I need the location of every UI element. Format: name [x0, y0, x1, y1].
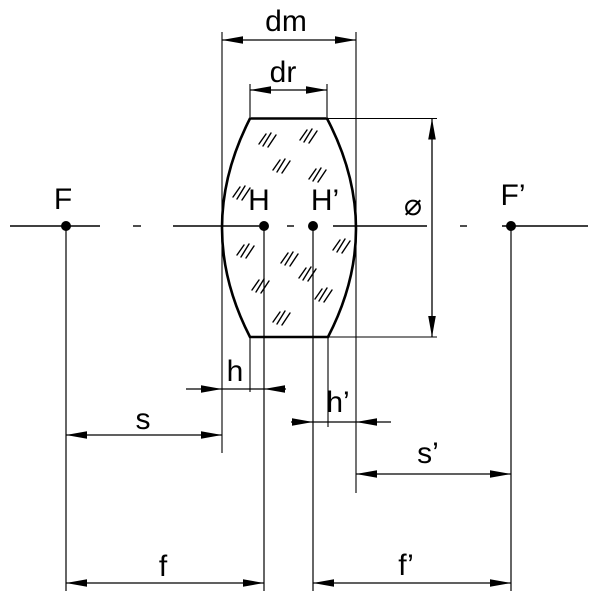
arrowhead — [356, 418, 377, 426]
label-h: h — [227, 355, 244, 388]
arrowhead — [306, 86, 327, 94]
dim-h: h — [186, 355, 286, 393]
arrowhead — [490, 470, 511, 478]
label-dr: dr — [270, 56, 297, 89]
arrowhead — [292, 418, 313, 426]
label-f: f — [159, 550, 168, 583]
label-s-prime: s’ — [417, 437, 439, 470]
arrowhead — [66, 431, 87, 439]
arrowhead — [201, 385, 222, 393]
dim-f-prime: f’ — [313, 549, 511, 587]
label-dm: dm — [265, 5, 307, 38]
dim-s: s — [66, 403, 222, 439]
label-H-prime: H’ — [311, 184, 339, 217]
arrowhead — [201, 431, 222, 439]
label-h-prime: h’ — [326, 386, 349, 419]
label-F-prime: F’ — [501, 179, 526, 212]
label-F: F — [54, 183, 72, 216]
arrowhead — [243, 579, 264, 587]
dim-h-prime: h’ — [291, 386, 391, 426]
principal-point-H-dot — [259, 221, 269, 231]
dim-s-prime: s’ — [356, 437, 511, 478]
arrowhead — [250, 86, 271, 94]
dim-dr: dr — [249, 56, 328, 117]
label-diameter: ⌀ — [404, 189, 422, 222]
dim-diameter: ⌀ — [327, 117, 437, 338]
arrowhead — [222, 36, 243, 44]
arrowhead — [264, 385, 285, 393]
label-H: H — [248, 184, 270, 217]
arrowhead — [66, 579, 87, 587]
arrowhead — [428, 118, 436, 140]
arrowhead — [313, 579, 334, 587]
cardinal-points: F H H’ F’ — [54, 179, 526, 591]
focal-point-F-dot — [61, 221, 71, 231]
principal-point-H-prime-dot — [308, 221, 318, 231]
arrowhead — [490, 579, 511, 587]
label-s: s — [136, 403, 151, 436]
arrowhead — [428, 316, 436, 337]
arrowhead — [356, 470, 377, 478]
focal-point-F-prime-dot — [506, 221, 516, 231]
arrowhead — [335, 36, 356, 44]
dim-dm: dm — [221, 5, 357, 493]
dim-f: f — [66, 550, 264, 587]
label-f-prime: f’ — [398, 549, 414, 582]
